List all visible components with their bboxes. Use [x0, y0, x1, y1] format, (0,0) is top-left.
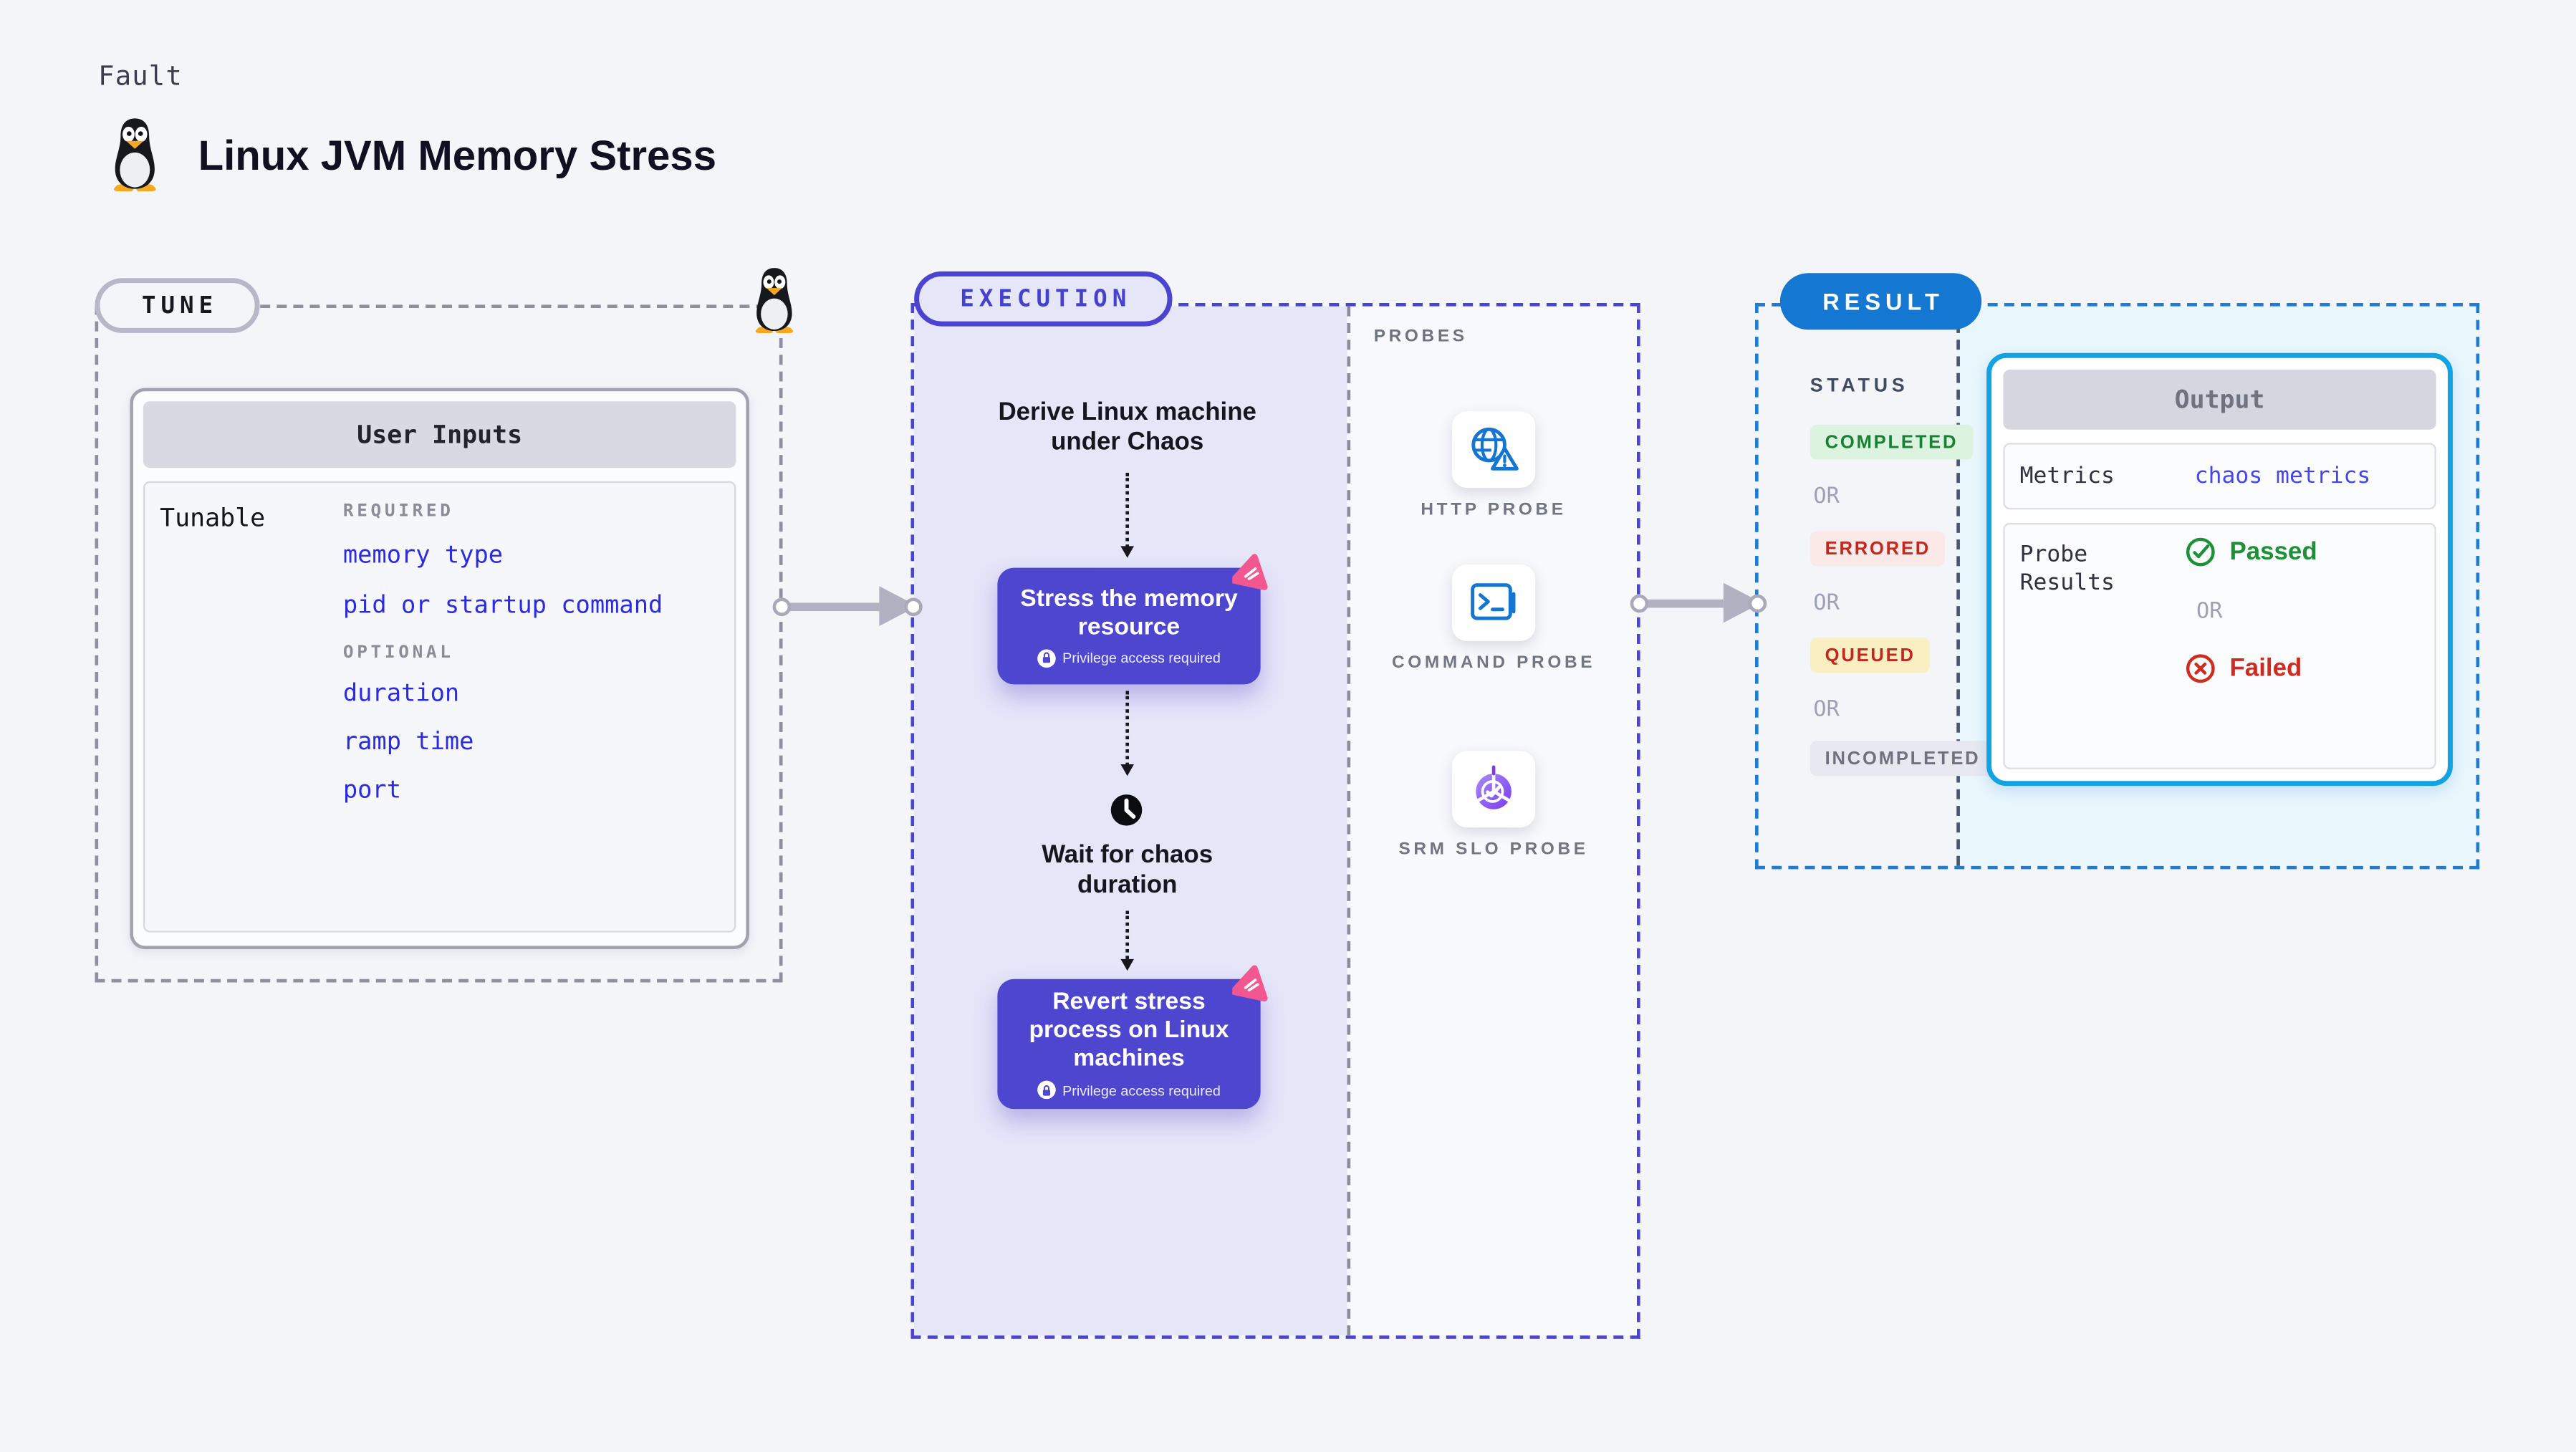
execution-section-pill: EXECUTION	[914, 271, 1173, 327]
srm-slo-probe-card	[1451, 751, 1536, 828]
stress-memory-step: Stress the memory resource Privilege acc…	[997, 567, 1261, 685]
tux-penguin-icon	[746, 266, 802, 335]
x-circle-icon	[2186, 654, 2215, 683]
probe-passed-verdict: Passed	[2185, 536, 2317, 567]
wait-duration-step-label: Wait for chaos duration	[1042, 840, 1213, 900]
or-separator: OR	[1813, 484, 1840, 510]
srm-slo-probe-label: SRM SLO PROBE	[1398, 839, 1589, 860]
arrow-line	[1645, 598, 1724, 607]
tune-section-pill: TUNE	[95, 278, 260, 333]
revert-step-label: Revert stress process on Linux machines	[1029, 989, 1229, 1072]
http-probe-card	[1451, 411, 1536, 489]
user-inputs-body	[143, 481, 736, 933]
chaos-logo-icon	[1232, 553, 1270, 591]
or-separator: OR	[2196, 599, 2223, 625]
status-heading: STATUS	[1810, 376, 1909, 397]
metrics-value-link[interactable]: chaos metrics	[2194, 463, 2371, 490]
input-link-ramp-time[interactable]: ramp time	[342, 729, 474, 756]
failed-label: Failed	[2229, 654, 2302, 683]
status-badge-incompleted: INCOMPLETED	[1810, 741, 1996, 777]
privilege-note-row: Privilege access required	[1037, 648, 1221, 667]
lock-icon	[1037, 648, 1056, 667]
http-probe-label: HTTP PROBE	[1421, 499, 1567, 520]
terminal-icon	[1471, 583, 1516, 620]
status-badge-completed: COMPLETED	[1810, 424, 1974, 460]
privilege-note-text: Privilege access required	[1062, 649, 1221, 666]
input-link-duration[interactable]: duration	[342, 681, 460, 708]
metrics-label: Metrics	[2019, 463, 2115, 490]
connector-dot	[772, 597, 792, 615]
connector-dot	[1748, 593, 1767, 612]
connector-dot	[904, 597, 923, 615]
derive-machine-step-label: Derive Linux machine under Chaos	[998, 398, 1256, 456]
connector-dot	[1630, 593, 1649, 612]
probe-results-row	[2003, 522, 2436, 769]
status-badge-queued: QUEUED	[1810, 638, 1931, 673]
check-circle-icon	[2186, 537, 2215, 567]
probe-results-label: Probe Results	[2019, 541, 2115, 597]
input-link-pid-or-startup-command[interactable]: pid or startup command	[342, 592, 663, 620]
privilege-note-row: Privilege access required	[1037, 1080, 1221, 1100]
tune-to-execution-arrow	[772, 583, 923, 630]
clock-icon	[1110, 794, 1143, 826]
or-separator: OR	[1813, 697, 1840, 723]
tune-section-boundary	[95, 304, 783, 983]
output-card-header: Output	[2003, 370, 2436, 430]
page-title: Linux JVM Memory Stress	[198, 133, 717, 181]
required-group-heading: REQUIRED	[342, 501, 454, 521]
tux-penguin-icon	[103, 117, 166, 193]
command-probe-card	[1451, 564, 1536, 641]
flow-arrow-down	[1120, 473, 1134, 558]
probe-failed-verdict: Failed	[2185, 653, 2302, 684]
tunable-row-label: Tunable	[160, 502, 266, 533]
stress-step-label: Stress the memory resource	[1020, 585, 1238, 640]
result-section-pill: RESULT	[1779, 273, 1982, 330]
metrics-row	[2003, 443, 2436, 510]
input-link-port[interactable]: port	[342, 777, 402, 804]
or-separator: OR	[1813, 591, 1840, 617]
probes-heading: PROBES	[1373, 326, 1468, 347]
passed-label: Passed	[2229, 537, 2317, 567]
optional-group-heading: OPTIONAL	[342, 643, 454, 663]
privilege-note-text: Privilege access required	[1062, 1081, 1221, 1099]
execution-section-boundary	[910, 303, 1640, 1339]
status-badge-errored: ERRORED	[1810, 531, 1946, 567]
user-inputs-header: User Inputs	[143, 401, 736, 468]
fault-kind-label: Fault	[98, 59, 183, 92]
input-link-memory-type[interactable]: memory type	[342, 542, 504, 569]
chaos-logo-icon	[1232, 964, 1270, 1002]
revert-stress-step: Revert stress process on Linux machines …	[997, 979, 1261, 1110]
slo-gauge-icon	[1475, 765, 1512, 809]
globe-alert-icon	[1471, 427, 1519, 471]
lock-icon	[1037, 1080, 1056, 1100]
flow-arrow-down	[1120, 691, 1134, 777]
arrow-line	[787, 602, 880, 610]
flow-arrow-down	[1120, 910, 1134, 971]
command-probe-label: COMMAND PROBE	[1391, 653, 1596, 673]
execution-to-result-arrow	[1630, 580, 1767, 626]
